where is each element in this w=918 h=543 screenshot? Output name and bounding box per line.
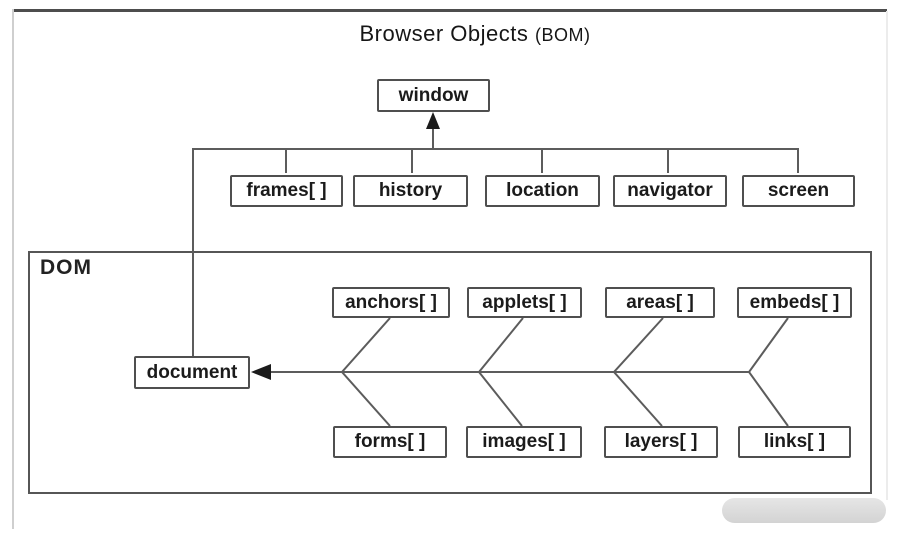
node-location: location	[485, 175, 600, 207]
page-border-top	[12, 9, 887, 12]
node-window: window	[377, 79, 490, 112]
chevron-applets-images	[477, 317, 524, 427]
page-border-left	[12, 9, 14, 529]
dom-label: DOM	[40, 256, 92, 279]
chevron-areas-layers	[612, 317, 664, 427]
diagram-title-main: Browser Objects	[359, 21, 529, 46]
watermark-blur-patch	[722, 498, 886, 523]
node-screen: screen	[742, 175, 855, 207]
diagram-title-suffix: (BOM)	[535, 25, 591, 45]
page-border-right	[886, 11, 888, 500]
node-frames: frames[ ]	[230, 175, 343, 207]
chevron-anchors-forms	[340, 317, 391, 427]
node-anchors: anchors[ ]	[332, 287, 450, 318]
node-forms: forms[ ]	[333, 426, 447, 458]
node-embeds: embeds[ ]	[737, 287, 852, 318]
dom-container	[28, 251, 872, 494]
node-images: images[ ]	[466, 426, 582, 458]
node-areas: areas[ ]	[605, 287, 715, 318]
chevron-embeds-links	[747, 317, 789, 427]
node-navigator: navigator	[613, 175, 727, 207]
window-arrowhead-icon	[426, 112, 440, 129]
bom-bus-line	[192, 148, 799, 356]
node-links: links[ ]	[738, 426, 851, 458]
node-history: history	[353, 175, 468, 207]
document-arrowhead-icon	[251, 364, 271, 380]
diagram-title: Browser Objects (BOM)	[16, 21, 918, 47]
node-document: document	[134, 356, 250, 389]
node-applets: applets[ ]	[467, 287, 582, 318]
node-layers: layers[ ]	[604, 426, 718, 458]
